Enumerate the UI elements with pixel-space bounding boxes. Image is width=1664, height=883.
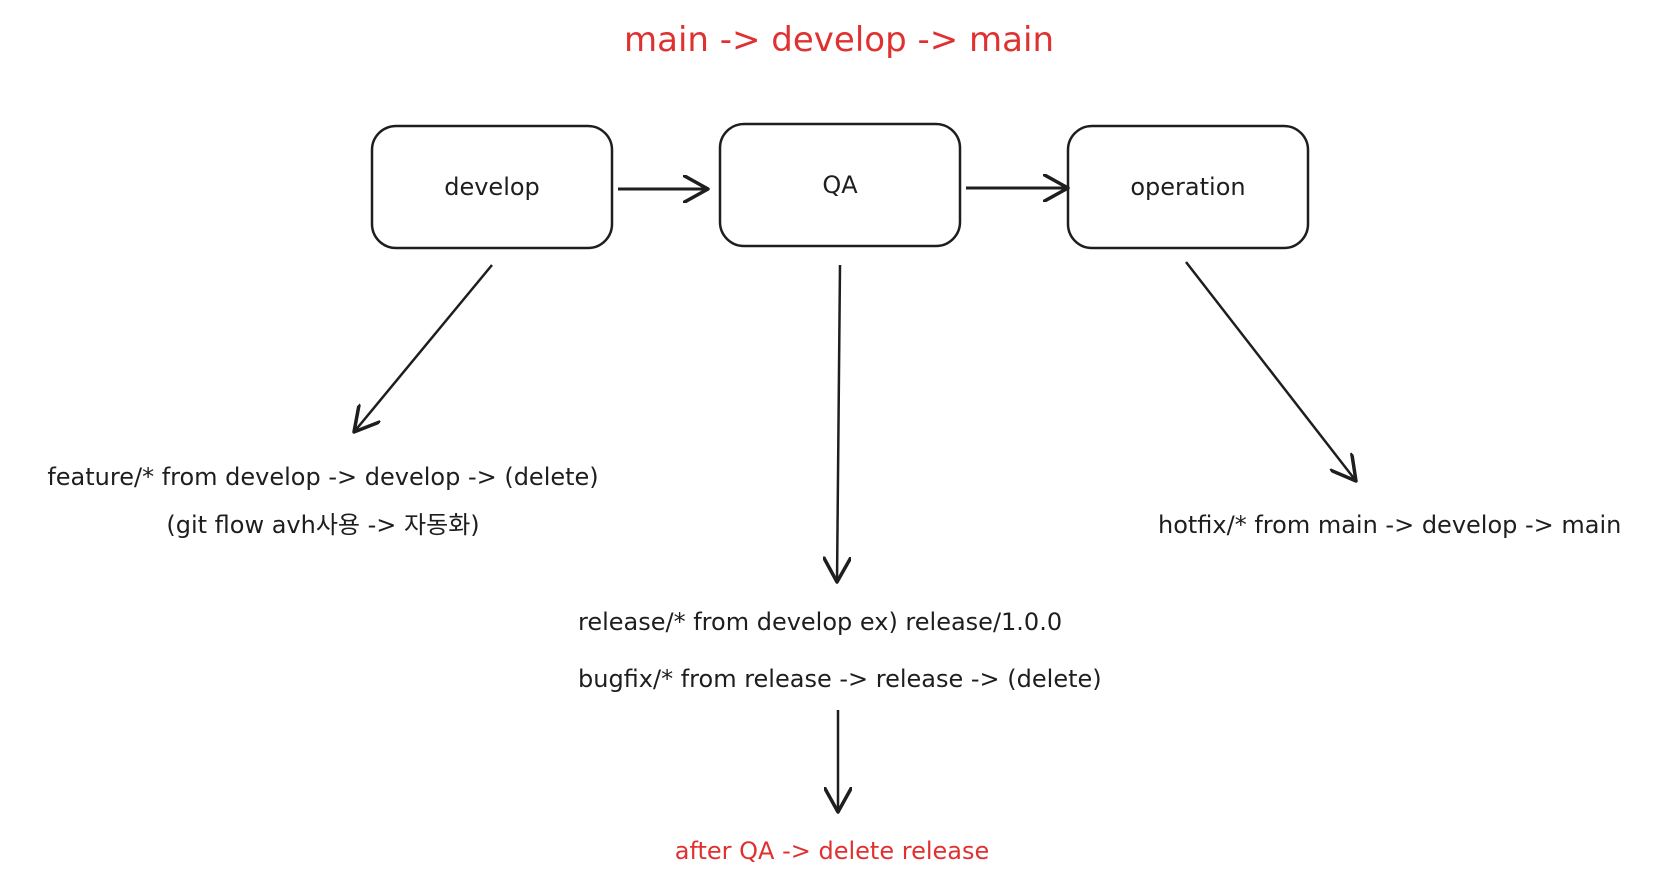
after-qa-note: after QA -> delete release bbox=[674, 837, 990, 865]
hotfix-text: hotfix/* from main -> develop -> main bbox=[1158, 511, 1622, 539]
qa-box[interactable] bbox=[718, 122, 962, 248]
arrow-develop-to-feature bbox=[354, 264, 493, 432]
release-text-line2: bugfix/* from release -> release -> (del… bbox=[578, 665, 1102, 693]
qa-label: QA bbox=[822, 171, 858, 199]
develop-box[interactable] bbox=[370, 124, 614, 250]
arrow-qa-to-release bbox=[837, 264, 840, 582]
operation-label: operation bbox=[1130, 173, 1246, 201]
release-text-line1: release/* from develop ex) release/1.0.0 bbox=[578, 608, 1063, 636]
arrow-operation-to-hotfix bbox=[1185, 261, 1356, 481]
diagram-title: main -> develop -> main bbox=[623, 20, 1054, 60]
feature-text-line1: feature/* from develop -> develop -> (de… bbox=[47, 463, 599, 491]
develop-label: develop bbox=[444, 173, 540, 201]
feature-text-line2: (git flow avh사용 -> 자동화) bbox=[166, 511, 480, 539]
